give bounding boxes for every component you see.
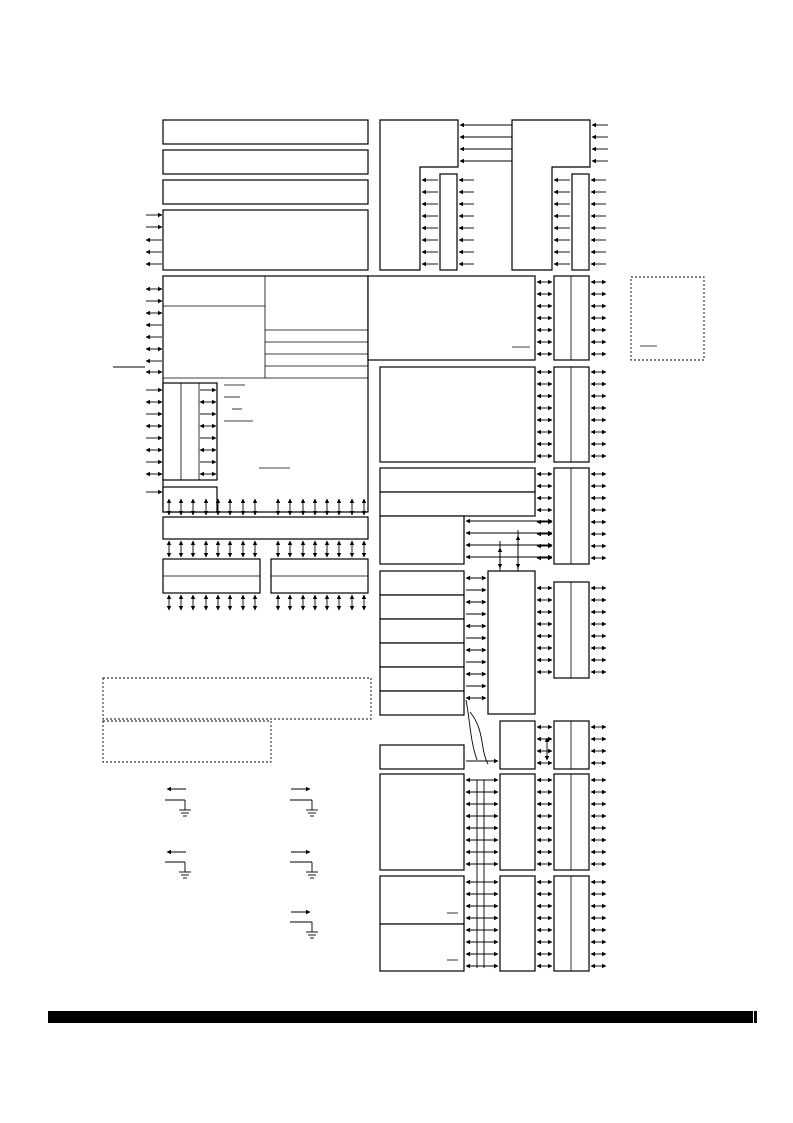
peripheral-block-1 <box>367 275 536 361</box>
legend-box-2 <box>102 720 272 763</box>
memory-block-1 <box>379 119 459 271</box>
peripheral-block-3b <box>379 491 536 517</box>
peripheral-block-2 <box>379 366 536 463</box>
memory-buffer-2 <box>571 173 590 271</box>
footer-bar <box>48 1011 753 1023</box>
stack-block-3 <box>379 618 465 644</box>
block-d3 <box>499 875 536 972</box>
small-block-b <box>499 720 536 770</box>
small-block-a <box>379 744 465 770</box>
register-block-3 <box>162 179 369 205</box>
legend-box-right <box>630 276 705 361</box>
block-d1 <box>379 875 465 925</box>
routing-lines <box>465 530 519 968</box>
legend-box-1 <box>102 677 372 720</box>
stack-block-2 <box>379 594 465 620</box>
ground-symbols <box>165 786 319 939</box>
stack-block-5 <box>379 666 465 692</box>
memory-block-2 <box>511 119 591 271</box>
peripheral-block-4 <box>379 515 465 565</box>
large-block-c <box>379 773 465 871</box>
control-block <box>162 209 369 271</box>
stack-block-1 <box>379 570 465 596</box>
port-register-inner <box>162 382 218 481</box>
stack-block-4 <box>379 642 465 668</box>
core-lower-strip <box>162 486 218 513</box>
register-block-2 <box>162 149 369 175</box>
port-columns <box>553 275 590 972</box>
register-block-1 <box>162 119 369 145</box>
bus-interface-block <box>162 516 369 540</box>
large-block-c2 <box>499 773 536 871</box>
core-sub-lines <box>265 329 368 367</box>
peripheral-block-3a <box>379 467 536 493</box>
mux-block <box>487 570 536 715</box>
stack-block-6 <box>379 690 465 716</box>
footer-bar-end <box>754 1011 757 1023</box>
signal-arrows <box>145 122 608 969</box>
block-d2 <box>379 923 465 972</box>
overbar-marks <box>224 384 290 469</box>
memory-buffer-1 <box>439 173 458 271</box>
